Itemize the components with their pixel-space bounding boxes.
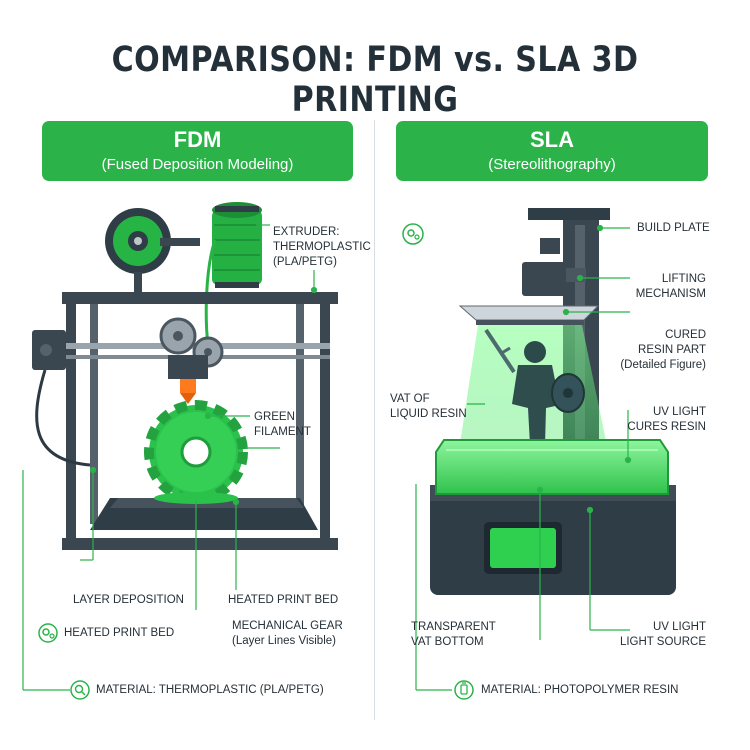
page-title: COMPARISON: FDM vs. SLA 3D PRINTING <box>111 40 639 120</box>
sla-heading: SLA <box>530 127 574 152</box>
label-fdm-material: MATERIAL: THERMOPLASTIC (PLA/PETG) <box>96 684 324 696</box>
fdm-subheading: (Fused Deposition Modeling) <box>101 156 294 173</box>
magnifier-icon <box>70 680 90 700</box>
label-extruder: EXTRUDER: THERMOPLASTIC (PLA/PETG) <box>273 226 371 268</box>
label-layer-deposition: LAYER DEPOSITION <box>73 594 184 606</box>
label-green-filament: GREEN FILAMENT <box>254 411 311 438</box>
sla-subheading: (Stereolithography) <box>488 156 616 173</box>
gear-cluster-icon <box>38 623 58 643</box>
printed-gear <box>144 400 248 504</box>
label-transparent-vat: TRANSPARENT VAT BOTTOM <box>411 621 496 648</box>
fdm-header: FDM (Fused Deposition Modeling) <box>42 121 353 181</box>
label-uv-cures-resin: UV LIGHT CURES RESIN <box>627 406 706 433</box>
fdm-printer <box>32 202 338 550</box>
label-mechanical-gear: MECHANICAL GEAR (Layer Lines Visible) <box>232 620 343 647</box>
label-heated-bed-right: HEATED PRINT BED <box>228 594 339 606</box>
label-vat-liquid-resin: VAT OF LIQUID RESIN <box>390 393 467 420</box>
gear-cluster-icon <box>402 223 424 245</box>
sla-printer <box>430 208 676 595</box>
label-cured-resin: CURED RESIN PART (Detailed Figure) <box>620 329 706 371</box>
filament-spool-left <box>105 208 200 296</box>
label-lifting-mechanism: LIFTING MECHANISM <box>635 273 706 300</box>
sla-header: SLA (Stereolithography) <box>396 121 708 181</box>
extruder-gears <box>159 317 224 368</box>
label-sla-material: MATERIAL: PHOTOPOLYMER RESIN <box>481 684 679 696</box>
label-uv-light-source: UV LIGHT LIGHT SOURCE <box>619 621 706 648</box>
label-heated-bed-left: HEATED PRINT BED <box>64 627 175 639</box>
filament-spool-right <box>212 202 262 288</box>
panel-divider <box>374 120 375 720</box>
resin-bottle-icon <box>454 680 474 700</box>
sla-leader-lines <box>415 224 632 691</box>
fdm-heading: FDM <box>173 127 222 152</box>
fdm-leader-lines <box>22 224 318 691</box>
label-build-plate: BUILD PLATE <box>637 222 710 234</box>
